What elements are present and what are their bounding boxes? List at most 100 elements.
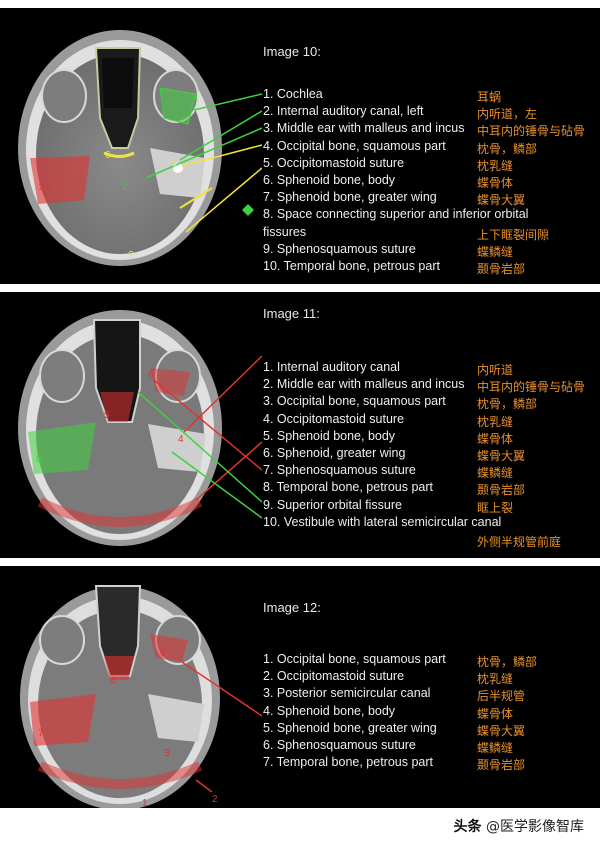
legend-row: 9. Superior orbital fissure 眶上裂 — [263, 498, 598, 515]
legend-chinese: 内听道 — [477, 363, 514, 377]
legend-chinese: 蝶骨体 — [477, 431, 514, 446]
legend-chinese: 中耳内的锤骨与砧骨 — [477, 380, 586, 395]
legend-english: 4. Occipital bone, squamous part — [263, 138, 446, 153]
legend-row: 7. Temporal bone, petrous part 颞骨岩部 — [263, 755, 598, 772]
legend-row: 2. Middle ear with malleus and incus 中耳内的… — [263, 377, 598, 394]
legend-chinese: 中耳内的锤骨与砧骨 — [477, 124, 586, 139]
legend-row: 1. Occipital bone, squamous part 枕骨，鳞部 — [263, 652, 598, 669]
watermark-brand: 头条 — [453, 819, 482, 835]
scan-label: 2 — [122, 182, 128, 193]
legend-chinese: 内听道，左 — [477, 107, 538, 122]
legend-english: 1. Cochlea — [263, 87, 323, 101]
legend-row: 4. Sphenoid bone, body 蝶骨体 — [263, 704, 598, 721]
scan-label: 2 — [128, 250, 134, 261]
legend-english: 7. Temporal bone, petrous part — [263, 755, 434, 770]
watermark-handle: @医学影像智库 — [486, 819, 584, 835]
legend-english: 1. Internal auditory canal — [263, 360, 400, 374]
legend-chinese: 枕乳缝 — [477, 414, 514, 429]
legend-chinese: 蝶骨大翼 — [477, 723, 526, 738]
legend-chinese: 蝶骨体 — [477, 176, 514, 190]
scan-label: 6 — [148, 370, 154, 381]
legend-chinese: 颞骨岩部 — [477, 483, 526, 498]
legend-row: 5. Sphenoid bone, body 蝶骨体 — [263, 429, 598, 446]
scan-label: 4 — [110, 676, 116, 687]
legend-english: 8. Temporal bone, petrous part — [263, 480, 434, 495]
watermark: 头条 @医学影像智库 — [454, 816, 584, 836]
legend-english: fissures — [263, 224, 307, 239]
legend-chinese: 颞骨岩部 — [477, 262, 526, 276]
legend-row: 5. Sphenoid bone, greater wing 蝶骨大翼 — [263, 721, 598, 738]
legend-row: 3. Middle ear with malleus and incus 中耳内的… — [263, 121, 598, 138]
legend-row: 2. Internal auditory canal, left 内听道，左 — [263, 104, 598, 121]
legend-chinese: 眶上裂 — [477, 500, 514, 515]
scan-label: 10 — [38, 182, 50, 193]
legend-row: 2. Occipitomastoid suture 枕乳缝 — [263, 669, 598, 686]
panel-title: Image 10: — [263, 44, 321, 59]
scan-label: 5 — [104, 410, 110, 421]
legend-chinese: 蝶鳞缝 — [477, 244, 514, 259]
legend-chinese: 枕乳缝 — [477, 672, 514, 687]
ct-scan-image-10: 9 6 1 2 10 2 — [18, 30, 262, 266]
legend-row: 4. Occipitomastoid suture 枕乳缝 — [263, 412, 598, 429]
legend-row: 8. Space connecting superior and inferio… — [263, 207, 598, 224]
legend-english: 3. Occipital bone, squamous part — [263, 394, 446, 409]
legend-row: 6. Sphenoid bone, body 蝶骨体 — [263, 173, 598, 190]
panel-image-12: 6 4 7 3 1 2 Image 12: 1. Occipital bone,… — [0, 566, 600, 808]
legend-chinese: 蝶鳞缝 — [477, 741, 514, 755]
legend-chinese: 蝶鳞缝 — [477, 466, 514, 481]
ct-scan-image-11: 6 5 8 4 — [18, 310, 262, 546]
legend-row: 8. Temporal bone, petrous part 颞骨岩部 — [263, 480, 598, 497]
legend-english: 5. Sphenoid bone, body — [263, 428, 396, 443]
panel-image-11: 6 5 8 4 Image 11: 1. Internal auditory c… — [0, 292, 600, 558]
legend-english: 5. Sphenoid bone, greater wing — [263, 720, 437, 735]
scan-label: 3 — [164, 748, 170, 759]
legend-english: 3. Middle ear with malleus and incus — [263, 121, 465, 136]
scan-label: 8 — [36, 454, 42, 465]
legend-english: 8. Space connecting superior and inferio… — [263, 207, 529, 222]
legend-english: 4. Sphenoid bone, body — [263, 703, 396, 718]
legend-chinese: 上下眶裂间隙 — [477, 227, 550, 242]
ct-scan-image-12: 6 4 7 3 1 2 — [0, 566, 262, 808]
legend-chinese: 枕乳缝 — [477, 158, 514, 173]
scan-label: 9 — [192, 92, 198, 103]
scan-label: 1 — [142, 798, 148, 808]
legend-english: 1. Occipital bone, squamous part — [263, 652, 446, 666]
legend-row: 1. Internal auditory canal 内听道 — [263, 360, 598, 377]
legend-english: 4. Occipitomastoid suture — [263, 411, 405, 426]
legend-row: 外侧半规管前庭 — [263, 532, 598, 549]
legend-row: 10. Vestibule with lateral semicircular … — [263, 515, 598, 532]
scan-label: 1 — [172, 158, 178, 169]
legend-english: 7. Sphenoid bone, greater wing — [263, 190, 437, 205]
legend-english: 9. Sphenosquamous suture — [263, 241, 416, 256]
legend-english: 2. Internal auditory canal, left — [263, 104, 424, 119]
legend-chinese: 蝶骨大翼 — [477, 193, 526, 208]
legend-row: 1. Cochlea 耳蜗 — [263, 87, 598, 104]
legend-row: 10. Temporal bone, petrous part 颞骨岩部 — [263, 259, 598, 276]
legend-english: 6. Sphenoid bone, body — [263, 173, 396, 187]
legend-english: 6. Sphenosquamous suture — [263, 738, 416, 752]
legend-chinese: 枕骨，鳞部 — [477, 141, 538, 156]
legend-english: 2. Middle ear with malleus and incus — [263, 377, 465, 392]
legend-english: 2. Occipitomastoid suture — [263, 669, 405, 684]
legend-row: 4. Occipital bone, squamous part 枕骨，鳞部 — [263, 139, 598, 156]
legend-chinese: 蝶骨体 — [477, 706, 514, 721]
legend-english: 10. Temporal bone, petrous part — [263, 259, 440, 273]
legend-row: 7. Sphenoid bone, greater wing 蝶骨大翼 — [263, 190, 598, 207]
legend-chinese: 耳蜗 — [477, 90, 502, 104]
legend-chinese: 枕骨，鳞部 — [477, 655, 538, 669]
panel-title: Image 11: — [263, 306, 320, 321]
legend-chinese: 颞骨岩部 — [477, 758, 526, 773]
scan-label: 6 — [160, 648, 166, 659]
panel-title: Image 12: — [263, 600, 321, 615]
scan-label: 2 — [212, 794, 218, 805]
legend-english: 9. Superior orbital fissure — [263, 497, 402, 512]
legend-chinese: 后半规管 — [477, 689, 526, 704]
legend-row: 6. Sphenosquamous suture 蝶鳞缝 — [263, 738, 598, 755]
legend-english: 6. Sphenoid, greater wing — [263, 446, 406, 460]
scan-label: 4 — [178, 434, 184, 445]
